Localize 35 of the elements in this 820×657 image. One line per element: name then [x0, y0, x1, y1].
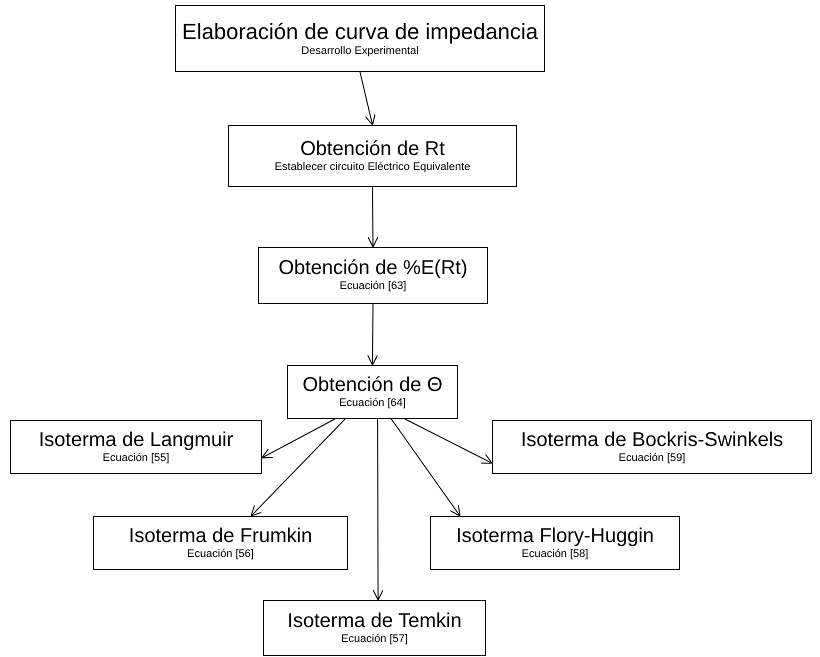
step-title: Obtención de Rt [300, 138, 445, 161]
process-box [258, 247, 488, 304]
step-detail: Desarrollo Experimental [301, 44, 419, 58]
process-box [492, 420, 812, 474]
step-detail: Ecuación [64] [339, 396, 406, 410]
step-detail: Ecuación [57] [341, 632, 408, 646]
step-title: Elaboración de curva de impedancia [182, 19, 538, 45]
arrow [360, 72, 376, 126]
step-detail: Ecuación [63] [340, 280, 406, 294]
step-title: Isoterma Flory-Huggin [456, 524, 654, 548]
arrow [390, 418, 460, 516]
step-detail: Ecuación [56] [187, 548, 254, 562]
arrow [367, 304, 378, 366]
step-title: Isoterma de Langmuir [38, 428, 234, 452]
arrow [367, 186, 378, 248]
process-box [228, 125, 517, 187]
arrow [262, 418, 336, 458]
step-detail: Ecuación [58] [522, 548, 588, 562]
step-detail: Ecuación [59] [618, 452, 686, 466]
step-title: Isoterma de Temkin [287, 610, 462, 633]
arrow [372, 418, 384, 600]
process-box [93, 516, 348, 570]
arrow [250, 418, 346, 516]
step-title: Obtención de %E(Rt) [278, 257, 468, 280]
arrow [404, 418, 492, 464]
process-box [10, 420, 262, 474]
step-title: Obtención de Θ [302, 374, 443, 397]
process-box [175, 5, 545, 72]
step-detail: Ecuación [55] [102, 452, 170, 466]
step-title: Isoterma de Frumkin [128, 524, 312, 548]
process-box [430, 516, 680, 570]
step-detail: Establecer circuito Eléctrico Equivalente [274, 160, 470, 174]
process-box [287, 365, 458, 419]
step-title: Isoterma de Bockris-Swinkels [520, 428, 784, 452]
process-box [263, 600, 486, 656]
